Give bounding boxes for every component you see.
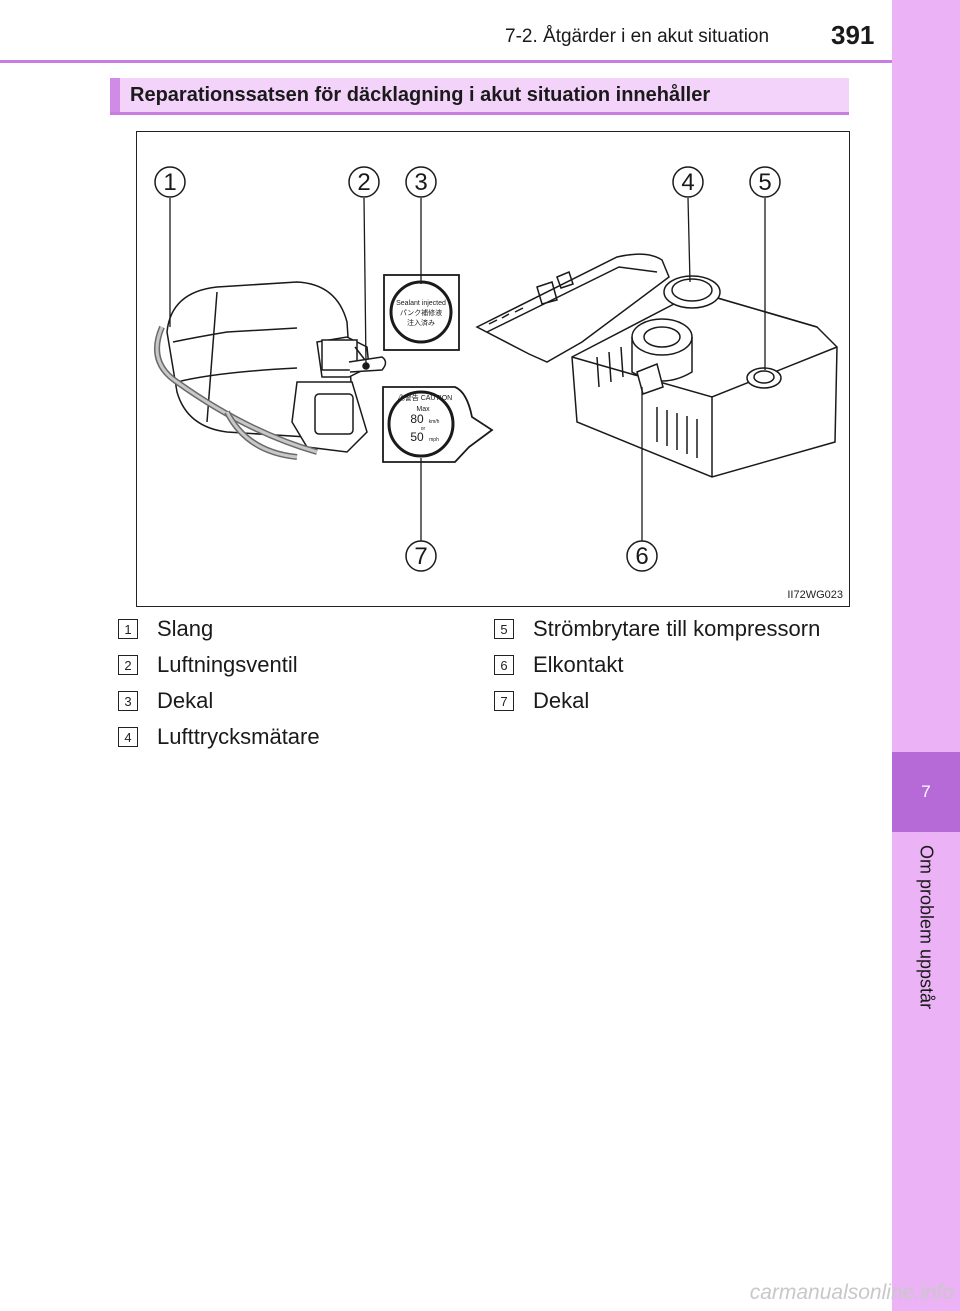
callout-circle-4 <box>672 166 704 198</box>
section-title: Reparationssatsen för däcklagning i akut… <box>110 78 849 115</box>
legend-label-1: Slang <box>157 616 214 641</box>
leader-line-2 <box>363 197 367 365</box>
callout-circle-1 <box>154 166 186 198</box>
adapter-cap <box>291 381 368 453</box>
callout-circle-5 <box>749 166 781 198</box>
caution-sticker-mph-unit: mph <box>429 437 439 443</box>
legend-label-7: Dekal <box>533 688 590 713</box>
caution-sticker-kmh-unit: km/h <box>429 419 440 425</box>
caution-sticker-mph: 50 <box>410 430 424 444</box>
caution-sticker <box>387 390 455 458</box>
header-rule <box>0 60 892 63</box>
callout-circle-6 <box>626 540 658 572</box>
running-header: 7-2. Åtgärder i en akut situation <box>505 26 770 47</box>
legend-badge-5: 5 <box>494 619 514 639</box>
chapter-tab[interactable]: 7 <box>892 752 960 832</box>
sealant-sticker-line-3: 注入済み <box>407 318 435 327</box>
section-title-text: Reparationssatsen för däcklagning i akut… <box>130 84 711 106</box>
caution-sticker-header: ⚠警告 CAUTION <box>398 393 452 402</box>
caution-sticker-or: or <box>421 426 426 432</box>
section-title-bar <box>110 78 120 112</box>
watermark: carmanualsonline.info <box>749 1281 954 1304</box>
side-strip <box>892 0 960 1311</box>
callout-3: 3 <box>414 169 427 196</box>
legend-label-2: Luftningsventil <box>157 652 298 677</box>
valve-tip <box>354 346 366 361</box>
legend-badge-7: 7 <box>494 691 514 711</box>
callout-2: 2 <box>357 169 370 196</box>
callout-7: 7 <box>414 543 427 570</box>
callout-circle-7 <box>405 540 437 572</box>
legend-label-3: Dekal <box>157 688 214 713</box>
sealant-sticker-line-2: パンク補修液 <box>400 308 442 317</box>
legend-item-4: 4 Lufttrycksmätare <box>118 723 320 751</box>
legend-item-6: 6 Elkontakt <box>494 651 624 679</box>
compressor-lid <box>475 253 670 363</box>
power-plug <box>636 362 664 395</box>
legend-badge-1: 1 <box>118 619 138 639</box>
callout-4: 4 <box>681 169 694 196</box>
sealant-sticker-line-1: Sealant injected <box>396 300 446 307</box>
legend-label-5: Strömbrytare till kompressorn <box>533 616 821 641</box>
chapter-number: 7 <box>921 782 931 801</box>
legend-item-5: 5 Strömbrytare till kompressorn <box>494 615 820 643</box>
legend-label-4: Lufttrycksmätare <box>157 724 320 749</box>
pressure-gauge <box>663 275 721 309</box>
caution-sticker-max: Max <box>416 406 430 413</box>
legend-item-2: 2 Luftningsventil <box>118 651 298 679</box>
page-number: 391 <box>831 20 875 50</box>
caution-sticker-kmh: 80 <box>410 412 424 426</box>
callout-circle-3 <box>405 166 437 198</box>
callout-circle-2 <box>348 166 380 198</box>
leader-line-4 <box>687 197 691 283</box>
callout-1: 1 <box>163 169 176 196</box>
legend-item-7: 7 Dekal <box>494 687 589 715</box>
vent-slots <box>656 407 698 458</box>
legend-badge-3: 3 <box>118 691 138 711</box>
figure-code: II72WG023 <box>787 589 843 601</box>
callout-6: 6 <box>635 543 648 570</box>
repair-kit-figure: Sealant injected パンク補修液 注入済み ⚠警告 CAUTION… <box>136 131 850 607</box>
callout-5: 5 <box>758 169 771 196</box>
legend-badge-4: 4 <box>118 727 138 747</box>
legend-item-3: 3 Dekal <box>118 687 213 715</box>
legend-badge-6: 6 <box>494 655 514 675</box>
hose-spool <box>631 318 693 356</box>
chapter-title: Om problem uppstår <box>916 845 937 1010</box>
legend-item-1: 1 Slang <box>118 615 213 643</box>
legend-label-6: Elkontakt <box>533 652 624 677</box>
repair-kit-illustration: Sealant injected パンク補修液 注入済み ⚠警告 CAUTION… <box>154 166 838 572</box>
legend-badge-2: 2 <box>118 655 138 675</box>
